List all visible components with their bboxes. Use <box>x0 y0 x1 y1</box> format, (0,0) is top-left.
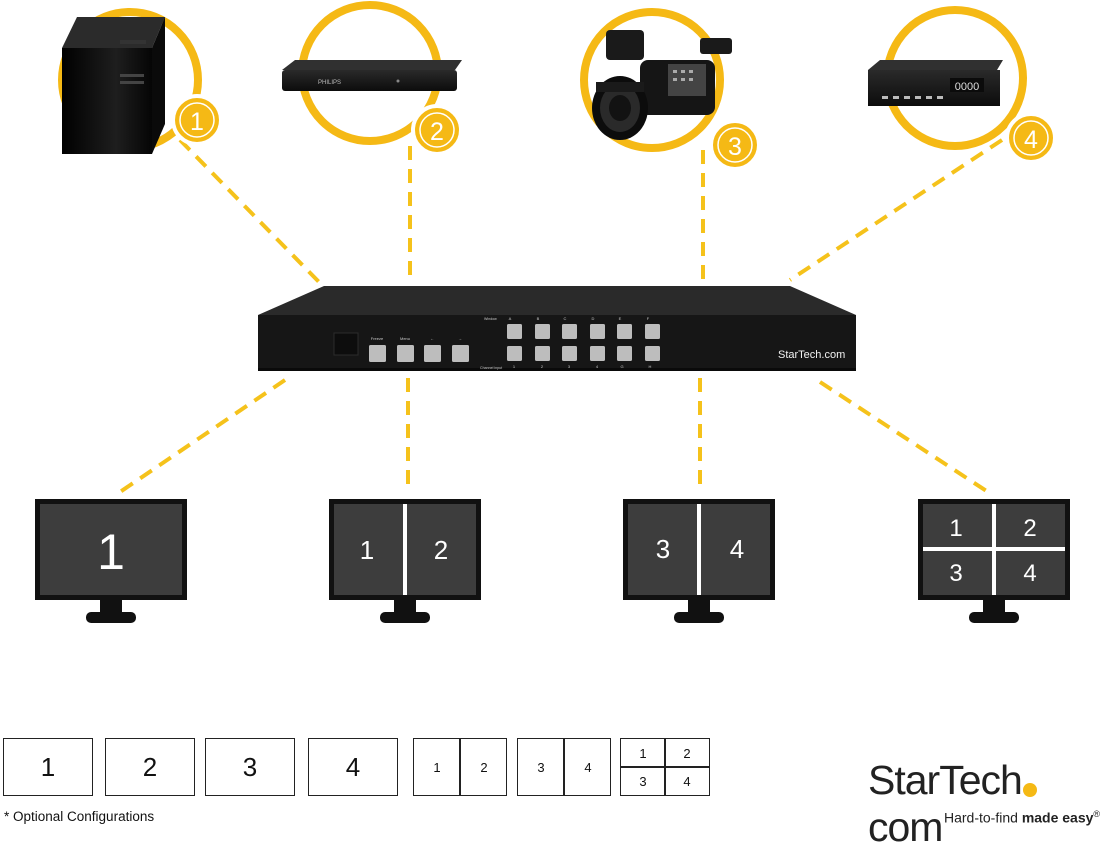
config-split-3-4-right: 4 <box>584 759 592 775</box>
svg-text:D: D <box>592 316 595 321</box>
monitor-3-label-1: 3 <box>656 534 670 564</box>
source-badge-1: 1 <box>171 94 223 146</box>
svg-text:4: 4 <box>1024 126 1038 154</box>
svg-text:H: H <box>649 364 652 369</box>
connection-line-monitor-4 <box>818 380 990 494</box>
source-badge-2: 2 <box>411 104 463 156</box>
monitor-4-label-1: 1 <box>949 515 962 542</box>
video-camera-icon <box>592 30 732 140</box>
monitor-4: 1 2 3 4 <box>918 499 1070 623</box>
switch-channel-buttons <box>507 346 660 361</box>
monitor-3: 3 4 <box>623 499 775 623</box>
svg-text:1: 1 <box>190 108 204 136</box>
connection-line-source-1 <box>178 138 322 285</box>
config-box-1: 1 <box>3 738 93 796</box>
source-2-brand: PHILIPS <box>318 80 341 86</box>
svg-text:A: A <box>509 316 512 321</box>
monitor-4-label-2: 2 <box>1023 515 1036 542</box>
optional-configurations-note: * Optional Configurations <box>4 809 155 824</box>
svg-text:3: 3 <box>568 364 571 369</box>
switch-label-left: ← <box>430 336 434 341</box>
startech-logo: StarTechcom <box>868 757 1102 851</box>
config-box-3: 3 <box>205 738 295 796</box>
source-badge-4: 4 <box>1005 112 1057 164</box>
svg-text:3: 3 <box>728 133 742 161</box>
monitor-1-label-1: 1 <box>97 524 125 580</box>
switch-label-menu: Menu <box>400 336 410 341</box>
switch-brand-label: StarTech.com <box>778 349 845 361</box>
switch-label-window: Window <box>484 317 497 321</box>
av-switch-diagram: PHILIPS 0000 1 2 <box>35 1 1070 623</box>
monitor-3-label-2: 4 <box>730 534 744 564</box>
monitor-1: 1 <box>35 499 187 623</box>
svg-text:C: C <box>564 316 567 321</box>
connection-lines <box>118 138 1004 494</box>
switch-label-freeze: Freeze <box>371 336 384 341</box>
config-quad-cell-1: 1 <box>639 745 647 761</box>
monitor-2-label-1: 1 <box>360 535 374 565</box>
config-box-2: 2 <box>105 738 195 796</box>
config-box-4: 4 <box>308 738 398 796</box>
switch-label-right: → <box>458 336 462 341</box>
svg-text:E: E <box>619 316 622 321</box>
connection-line-monitor-1 <box>118 378 287 494</box>
svg-text:B: B <box>537 316 540 321</box>
svg-text:F: F <box>647 316 650 321</box>
monitor-4-label-3: 3 <box>949 560 962 587</box>
brand-tagline: Hard-to-find made easy® <box>944 809 1101 826</box>
set-top-box-display: 0000 <box>955 81 979 93</box>
desktop-computer-icon <box>62 17 165 154</box>
config-quad-cell-2: 2 <box>683 745 691 761</box>
monitor-4-label-4: 4 <box>1023 560 1036 587</box>
svg-text:1: 1 <box>513 364 516 369</box>
svg-text:G: G <box>620 364 623 369</box>
config-split-1-2: 1 2 <box>413 738 507 796</box>
config-quad-cell-3: 3 <box>639 773 647 789</box>
monitor-2: 1 2 <box>329 499 481 623</box>
set-top-box-icon: 0000 <box>868 60 1003 106</box>
svg-text:2: 2 <box>430 118 444 146</box>
switch-window-buttons <box>507 324 660 339</box>
config-quad: 1 2 3 4 <box>620 738 710 796</box>
config-quad-cell-4: 4 <box>683 773 691 789</box>
svg-text:2: 2 <box>541 364 544 369</box>
switch-front-buttons <box>369 345 469 362</box>
source-badge-3: 3 <box>709 119 761 171</box>
svg-text:4: 4 <box>596 364 599 369</box>
config-split-3-4: 3 4 <box>517 738 611 796</box>
monitor-2-label-2: 2 <box>434 535 448 565</box>
connection-line-source-4 <box>788 138 1004 282</box>
config-split-1-2-right: 2 <box>480 759 488 775</box>
blu-ray-player-icon: PHILIPS <box>282 60 462 91</box>
config-split-3-4-left: 3 <box>537 759 545 775</box>
switch-label-channel-input: Channel input <box>480 366 502 370</box>
config-split-1-2-left: 1 <box>433 759 441 775</box>
